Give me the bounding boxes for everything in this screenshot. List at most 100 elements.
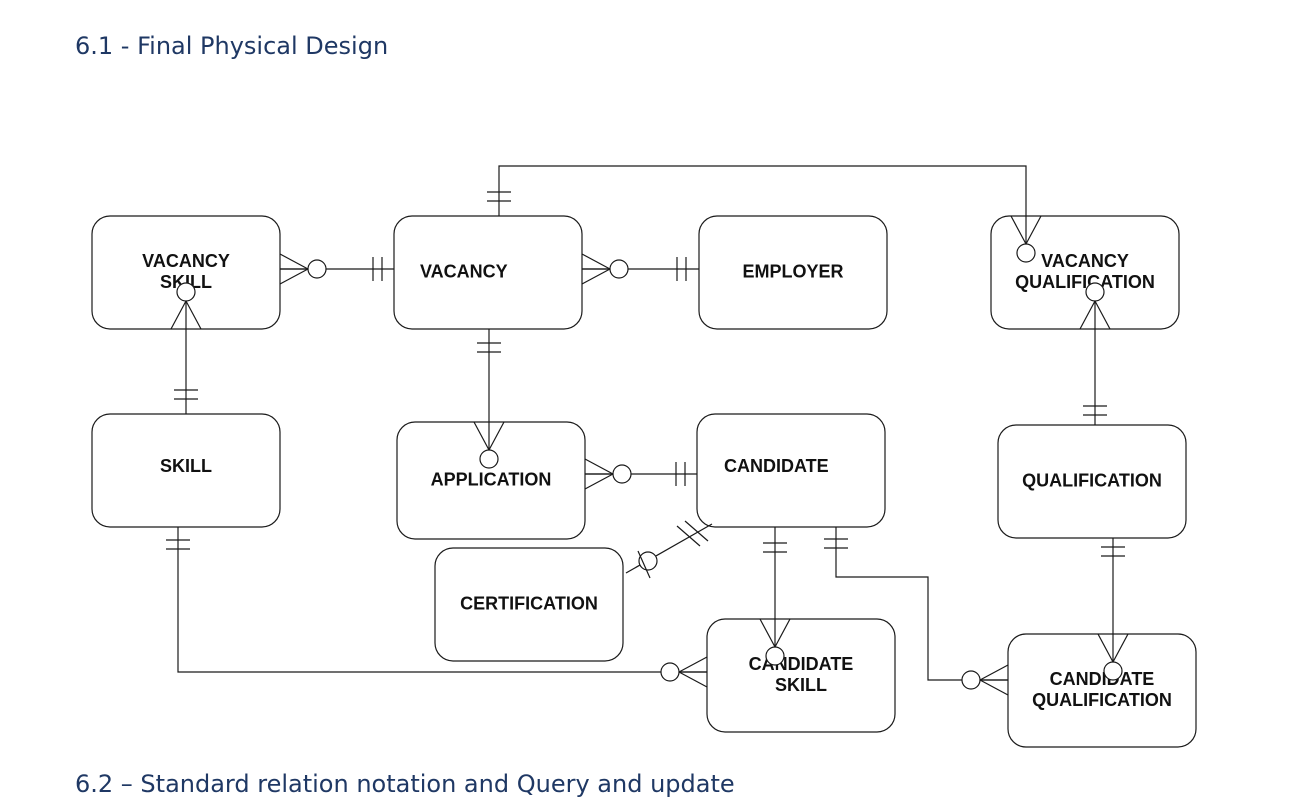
- crows-foot: [1097, 633, 1114, 663]
- entity-skill: SKILL: [91, 413, 281, 528]
- crows-foot: [637, 550, 651, 579]
- entity-candidate: CANDIDATE: [696, 413, 886, 528]
- entity-box: [1007, 633, 1197, 748]
- relationship-employer-to-vacancy: [581, 253, 699, 285]
- crows-foot: [581, 253, 611, 270]
- entity-employer: EMPLOYER: [698, 215, 888, 330]
- optional-many-mark: [279, 253, 327, 285]
- optional-many-mark: [584, 458, 632, 490]
- crows-foot: [1010, 215, 1027, 245]
- crows-foot: [979, 664, 1009, 681]
- bar: [676, 525, 701, 547]
- relationship-candidate-to-application: [584, 458, 697, 490]
- crows-foot: [1112, 633, 1129, 663]
- entity-label: SKILL: [160, 272, 212, 292]
- optional-many-mark: [1010, 215, 1042, 263]
- entity-label: VACANCY: [142, 251, 230, 271]
- optional-many-mark: [1079, 282, 1111, 330]
- optional-circle: [609, 259, 629, 279]
- entity-label: SKILL: [775, 675, 827, 695]
- entity-label: QUALIFICATION: [1032, 690, 1172, 710]
- entity-box: [393, 215, 583, 330]
- optional-circle: [612, 464, 632, 484]
- optional-circle: [638, 551, 658, 571]
- mandatory-one-mark: [676, 257, 687, 281]
- optional-many-mark: [660, 656, 708, 688]
- mandatory-one-mark: [174, 389, 198, 400]
- entity-label: CERTIFICATION: [460, 593, 598, 613]
- mandatory-one-mark: [675, 462, 686, 486]
- entity-label: EMPLOYER: [742, 261, 843, 281]
- optional-circle: [307, 259, 327, 279]
- entity-box: [396, 421, 586, 540]
- optional-circle: [765, 646, 785, 666]
- relationship-candidate-to-candidate-qualification: [824, 527, 1009, 696]
- crows-foot: [185, 300, 202, 330]
- crows-foot: [584, 458, 614, 475]
- crows-foot: [279, 253, 309, 270]
- entity-label: VACANCY: [1041, 251, 1129, 271]
- entity-label: APPLICATION: [431, 469, 552, 489]
- relationship-skill-to-candidate-skill: [166, 527, 708, 688]
- mandatory-one-mark: [166, 539, 190, 550]
- entity-application: APPLICATION: [396, 421, 586, 540]
- crows-foot: [774, 618, 791, 648]
- crows-foot: [488, 421, 505, 451]
- crows-foot: [759, 618, 776, 648]
- optional-many-mark: [170, 282, 202, 330]
- entity-label: CANDIDATE: [1050, 669, 1155, 689]
- mandatory-one-mark: [477, 342, 501, 353]
- optional-circle: [1085, 282, 1105, 302]
- optional-circle: [1103, 661, 1123, 681]
- crows-foot: [678, 671, 708, 688]
- crows-foot: [1094, 300, 1111, 330]
- crows-foot: [279, 268, 309, 285]
- optional-many-mark: [581, 253, 629, 285]
- entity-certification: CERTIFICATION: [434, 547, 624, 662]
- relationship-line: [625, 523, 713, 574]
- relationship-vacancy-to-vacancy-skill: [279, 253, 394, 285]
- crows-foot: [979, 679, 1009, 696]
- crows-foot: [581, 268, 611, 285]
- optional-circle: [1016, 243, 1036, 263]
- bar: [684, 520, 709, 542]
- entity-label: CANDIDATE: [724, 456, 829, 476]
- relationship-candidate-to-candidate-skill: [759, 527, 791, 666]
- mandatory-one-mark: [487, 191, 511, 202]
- entity-box: [990, 215, 1180, 330]
- relationship-skill-to-vacancy-skill: [170, 282, 202, 414]
- entity-label: QUALIFICATION: [1022, 470, 1162, 490]
- entity-box: [698, 215, 888, 330]
- crows-foot: [678, 656, 708, 673]
- mandatory-one-mark: [824, 538, 848, 549]
- optional-many-mark: [961, 664, 1009, 696]
- relationship-line: [498, 165, 1027, 216]
- entity-label: QUALIFICATION: [1015, 272, 1155, 292]
- entity-box: [434, 547, 624, 662]
- entity-label: VACANCY: [420, 261, 508, 281]
- relationship-candidate-to-certification: [625, 520, 713, 579]
- entity-box: [696, 413, 886, 528]
- mandatory-one-mark: [372, 257, 383, 281]
- mandatory-one-mark: [1083, 405, 1107, 416]
- mandatory-one-mark: [1101, 546, 1125, 557]
- crows-foot: [170, 300, 187, 330]
- relationship-qualification-to-vacancy-qualification: [1079, 282, 1111, 425]
- relationship-line: [177, 527, 707, 673]
- crows-foot: [584, 473, 614, 490]
- optional-circle: [479, 449, 499, 469]
- section-title: 6.1 - Final Physical Design: [75, 32, 389, 60]
- relationship-vacancy-to-vacancy-qualification: [487, 165, 1042, 263]
- relationship-line: [835, 527, 1008, 681]
- relationship-qualification-to-candidate-qualification: [1097, 538, 1129, 681]
- optional-many-mark: [1097, 633, 1129, 681]
- entity-box: [706, 618, 896, 733]
- optional-circle: [176, 282, 196, 302]
- entity-label: CANDIDATE: [749, 654, 854, 674]
- optional-many-mark: [473, 421, 505, 469]
